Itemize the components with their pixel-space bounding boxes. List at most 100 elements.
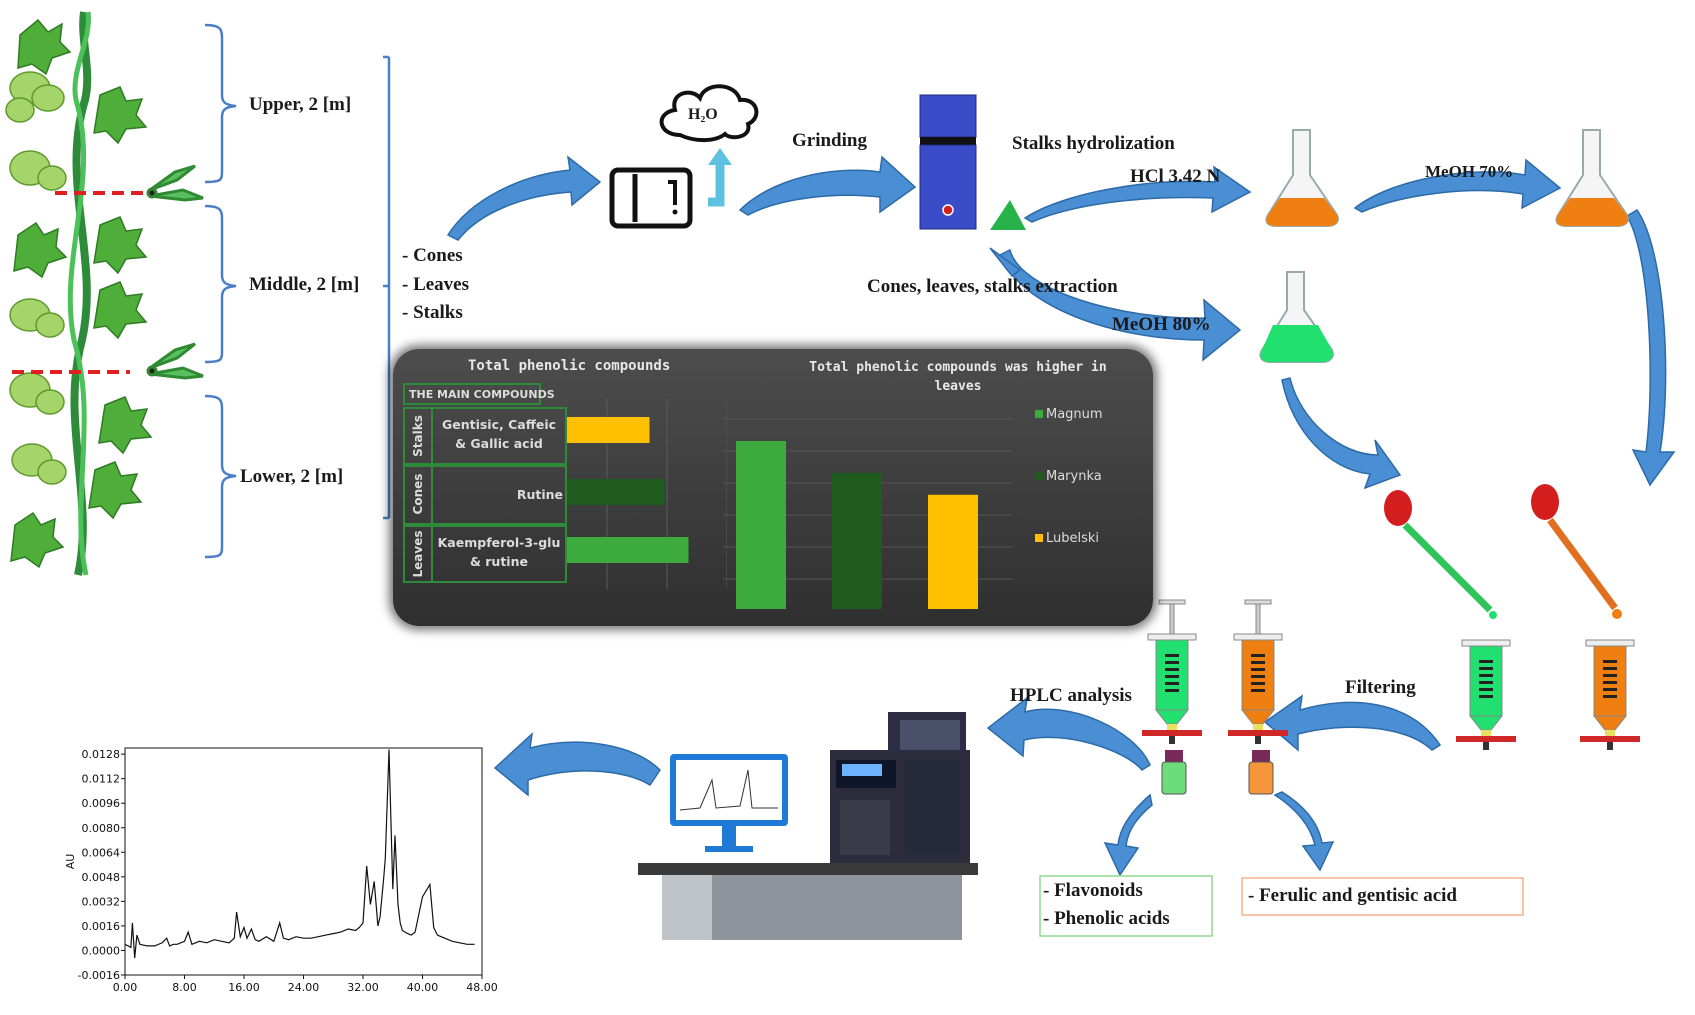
parts-item-cones: - Cones: [402, 245, 463, 266]
row-label-leaves: Leaves: [411, 530, 425, 578]
extraction-label: Cones, leaves, stalks extraction: [867, 276, 1118, 297]
syringe-plunger-cap: [1244, 599, 1272, 605]
bar-marynka: [832, 472, 882, 609]
syringe-grip: [1165, 661, 1179, 664]
x-tick-label: 16.00: [228, 981, 260, 994]
x-tick-label: 40.00: [407, 981, 439, 994]
syringe-grip: [1165, 689, 1179, 692]
row-label-stalks: Stalks: [411, 415, 425, 457]
syringe-grip: [1165, 682, 1179, 685]
row-label-cones: Cones: [411, 473, 425, 515]
stalks-hydrolization-label: Stalks hydrolization: [1012, 133, 1175, 154]
chromatogram-trace: [124, 749, 475, 959]
syringe-tip: [1592, 715, 1628, 731]
output-ferulic-gentisic: - Ferulic and gentisic acid: [1248, 885, 1457, 906]
syringe-rod: [1169, 603, 1175, 635]
output-flavonoids: - Flavonoids: [1043, 880, 1143, 901]
y-tick-label: 0.0032: [82, 895, 121, 908]
x-tick-label: 0.00: [113, 981, 138, 994]
cloud-icon: [659, 84, 759, 143]
syringe-grip: [1165, 654, 1179, 657]
dropper-green: [1384, 490, 1497, 619]
syringe-grip: [1251, 675, 1265, 678]
x-tick-label: 48.00: [466, 981, 498, 994]
legend-item-magnum: Magnum: [1035, 407, 1103, 422]
flow-arrows: [446, 155, 1676, 877]
output-phenolic-acids: - Phenolic acids: [1043, 908, 1170, 929]
syringe-luer: [1253, 724, 1263, 730]
legend-swatch: [1035, 534, 1043, 542]
legend-label: Marynka: [1046, 469, 1102, 484]
syringe-grip: [1479, 660, 1493, 663]
y-tick-label: 0.0096: [82, 797, 121, 810]
syringe-filter: [1228, 730, 1288, 736]
syringe-flange: [1233, 633, 1283, 641]
vial-green: [1161, 750, 1187, 795]
syringe: [1456, 639, 1516, 750]
middle-section-label: Middle, 2 [m]: [249, 274, 360, 295]
syringe-grip: [1251, 689, 1265, 692]
meoh80-label: MeOH 80%: [1112, 314, 1211, 335]
syringe-grip: [1479, 695, 1493, 698]
filtering-label: Filtering: [1345, 677, 1416, 698]
hplc-workstation: [638, 712, 978, 940]
green-output-box: [1039, 875, 1213, 937]
syringe-grip: [1479, 667, 1493, 670]
y-tick-label: -0.0016: [78, 969, 120, 982]
syringe-filter: [1580, 736, 1640, 742]
grinder-icon: [919, 94, 1026, 230]
syringe-tip: [1154, 709, 1190, 725]
bar-cones: [567, 479, 665, 505]
syringe-grip: [1479, 681, 1493, 684]
hcl-label: HCl 3.42 N: [1130, 166, 1221, 187]
bar-lubelski: [928, 494, 978, 609]
syringe-grip: [1165, 675, 1179, 678]
meoh70-label: MeOH 70%: [1425, 162, 1514, 181]
syringe: [1142, 599, 1202, 744]
dryer-icon: [609, 148, 732, 229]
syringe-grip: [1603, 674, 1617, 677]
grinding-label: Grinding: [792, 130, 867, 151]
dropper-orange: [1531, 484, 1622, 619]
syringe-filter: [1142, 730, 1202, 736]
flask-meoh70: [1555, 129, 1629, 227]
parts-item-leaves: - Leaves: [402, 274, 470, 295]
orange-output-box: [1241, 877, 1524, 916]
syringe-luer: [1481, 730, 1491, 736]
x-tick-label: 24.00: [288, 981, 320, 994]
syringe-needle: [1483, 742, 1489, 750]
parts-item-stalks: - Stalks: [402, 302, 463, 323]
compounds-leaves: Kaempferol-3-glu & rutine: [437, 535, 561, 569]
lower-section-label: Lower, 2 [m]: [240, 466, 344, 487]
phenolic-summary-panel: Total phenolic compounds THE MAIN COMPOU…: [393, 349, 1153, 626]
main-compounds-header: THE MAIN COMPOUNDS: [403, 383, 555, 405]
syringe-needle: [1255, 736, 1261, 744]
panel-left-title: Total phenolic compounds: [468, 358, 671, 374]
bar-leaves: [567, 537, 689, 563]
syringe-grip: [1479, 674, 1493, 677]
syringe: [1228, 599, 1288, 744]
y-axis-label: AU: [64, 854, 77, 870]
x-tick-label: 32.00: [347, 981, 379, 994]
left-bar-chart: [567, 399, 727, 589]
hplc-label: HPLC analysis: [1010, 685, 1132, 706]
flask-meoh80: [1259, 271, 1334, 363]
syringe-grip: [1603, 695, 1617, 698]
legend-swatch: [1035, 472, 1043, 480]
syringe-tip: [1468, 715, 1504, 731]
water-label: H₂O: [688, 106, 718, 123]
legend-label: Magnum: [1046, 407, 1103, 422]
y-tick-label: 0.0048: [82, 871, 121, 884]
syringe-grip: [1479, 688, 1493, 691]
syringe-luer: [1167, 724, 1177, 730]
y-tick-label: 0.0064: [82, 846, 121, 859]
syringe-needle: [1607, 742, 1613, 750]
section-braces: [204, 23, 391, 559]
right-bar-chart: [723, 418, 1013, 609]
syringe-flange: [1585, 639, 1635, 647]
syringe: [1580, 639, 1640, 750]
syringe-grip: [1603, 681, 1617, 684]
x-tick-label: 8.00: [172, 981, 197, 994]
syringe-rod: [1255, 603, 1261, 635]
